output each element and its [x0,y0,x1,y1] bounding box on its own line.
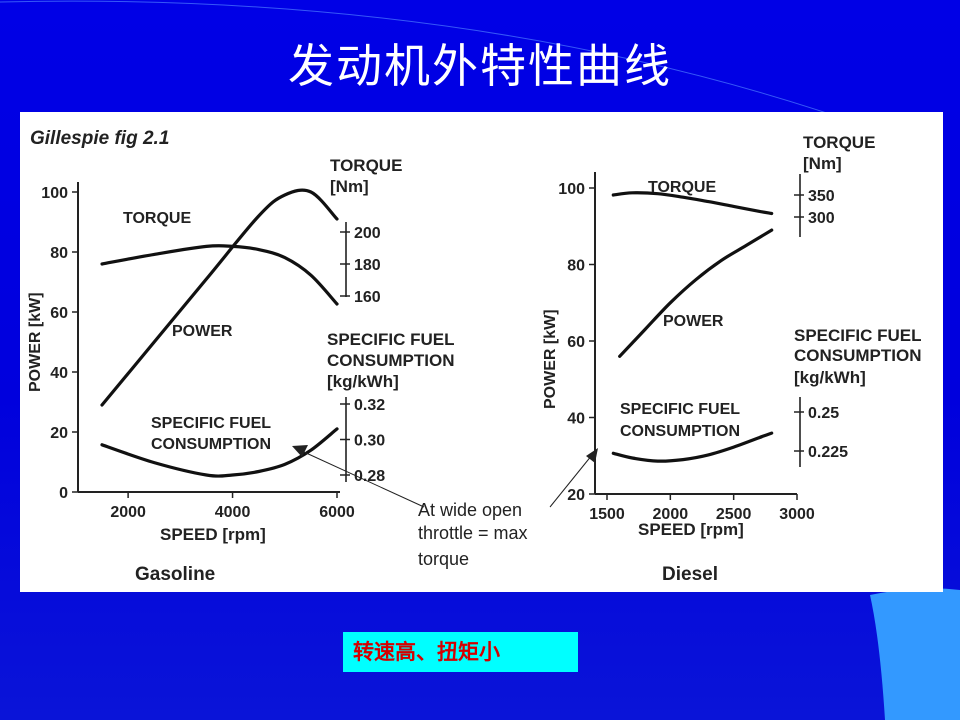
annotation-line-2: throttle = max [418,523,528,543]
figure-panel: Gillespie fig 2.1 0 20 40 60 80 100 2000 4000 60… [20,112,943,592]
gasoline-power-curve-label: POWER [172,323,233,340]
diesel-sfc-curve-label-2: CONSUMPTION [620,423,740,440]
annotation-line-1: At wide open [418,500,522,520]
diesel-sfc-axis-unit: [kg/kWh] [794,368,866,387]
gasoline-chart-title: Gasoline [135,564,215,585]
diesel-torque-axis-unit: [Nm] [803,154,842,173]
gasoline-power-tick-label: 100 [41,185,68,202]
gasoline-power-tick-label: 80 [50,245,68,262]
gasoline-torque-axis-title: TORQUE [330,156,402,175]
diesel-torque-tick-label: 350 [808,188,835,205]
gasoline-speed-tick-label: 2000 [110,504,146,521]
diesel-speed-tick-label: 3000 [779,506,815,523]
diesel-y-axis-title: POWER [kW] [542,309,559,409]
slide-title: 发动机外特性曲线 [288,39,672,93]
gasoline-power-tick-label: 0 [59,485,68,502]
annotation-line-3: torque [418,549,469,569]
gasoline-speed-tick-label: 6000 [319,504,355,521]
diesel-sfc-curve [611,431,774,463]
diesel-power-curve-label: POWER [663,313,724,330]
figure-source-label: Gillespie fig 2.1 [30,128,169,149]
gasoline-torque-curve [100,244,339,306]
gasoline-x-axis-title: SPEED [rpm] [160,525,266,544]
diesel-power-tick-label: 40 [567,411,585,428]
gasoline-torque-curve-label: TORQUE [123,210,191,227]
gasoline-torque-tick-label: 160 [354,289,381,306]
diesel-power-tick-label: 20 [567,487,585,504]
diesel-speed-tick-label: 1500 [589,506,625,523]
gasoline-sfc-curve-label-2: CONSUMPTION [151,436,271,453]
diesel-x-axis-title: SPEED [rpm] [638,520,744,539]
diesel-chart: 20 40 60 80 100 1500 2000 2500 3000 300 350 0.225 0.… [542,133,922,585]
gasoline-plot: 0 20 40 60 80 100 2000 4000 6000 160 180 200 0.28 0.3… [41,185,385,521]
gasoline-speed-tick-label: 4000 [215,504,251,521]
gasoline-sfc-curve-label-1: SPECIFIC FUEL [151,415,271,432]
gasoline-y-axis-title: POWER [kW] [27,292,44,392]
diesel-power-tick-label: 80 [567,258,585,275]
diesel-chart-title: Diesel [662,564,718,585]
gasoline-torque-axis-unit: [Nm] [330,177,369,196]
gasoline-power-curve [100,188,339,407]
diesel-torque-curve [611,191,774,216]
diesel-sfc-axis-title-2: CONSUMPTION [794,346,922,365]
gasoline-sfc-axis-title-1: SPECIFIC FUEL [327,330,455,349]
gasoline-torque-tick-label: 200 [354,225,381,242]
annotation-arrow-diesel [549,454,593,508]
diesel-speed-tick-label: 2500 [716,506,752,523]
gasoline-sfc-tick-label: 0.30 [354,433,385,450]
diesel-power-tick-label: 100 [558,181,585,198]
diesel-sfc-tick-label: 0.225 [808,444,848,461]
caption-box: 转速高、扭矩小 [343,632,578,672]
diesel-torque-tick-label: 300 [808,210,835,227]
gasoline-sfc-axis-title-2: CONSUMPTION [327,351,455,370]
gasoline-sfc-tick-label: 0.32 [354,397,385,414]
annotation-arrowhead-gasoline [292,445,308,457]
gasoline-power-tick-label: 40 [50,365,68,382]
annotation-arrow-gasoline [303,451,425,508]
gasoline-sfc-axis-unit: [kg/kWh] [327,372,399,391]
diesel-sfc-axis-title-1: SPECIFIC FUEL [794,326,922,345]
annotation-arrowhead-diesel [586,448,598,463]
wot-annotation: At wide open throttle = max torque [292,445,598,569]
gasoline-power-tick-label: 60 [50,305,68,322]
diesel-speed-tick-label: 2000 [653,506,689,523]
gasoline-power-tick-label: 20 [50,425,68,442]
diesel-torque-axis-title: TORQUE [803,133,875,152]
gasoline-sfc-tick-label: 0.28 [354,468,385,485]
diesel-sfc-curve-label-1: SPECIFIC FUEL [620,401,740,418]
gasoline-sfc-curve [100,427,339,478]
gasoline-chart: 0 20 40 60 80 100 2000 4000 6000 160 180 200 0.28 0.3… [27,156,455,585]
diesel-power-curve [618,228,774,358]
engine-characteristics-figure: Gillespie fig 2.1 0 20 40 60 80 100 2000 4000 60… [27,128,922,585]
gasoline-torque-tick-label: 180 [354,257,381,274]
diesel-torque-curve-label: TORQUE [648,179,716,196]
diesel-sfc-tick-label: 0.25 [808,405,839,422]
diesel-plot: 20 40 60 80 100 1500 2000 2500 3000 300 350 0.225 0.… [558,181,848,523]
diesel-power-tick-label: 60 [567,334,585,351]
